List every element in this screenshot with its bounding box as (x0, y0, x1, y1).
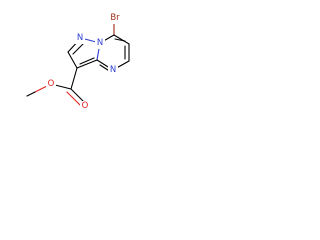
bond-carbonyl-o-double-a (70, 88, 86, 104)
molecule-structure: Br N N N O O (26, 13, 130, 112)
atom-label-n4: N (110, 65, 116, 75)
bond-c2-c3 (67, 51, 78, 69)
bond-carbonyl-o-double-b (66, 91, 82, 107)
bond-c3-carbonyl (70, 67, 78, 90)
atom-label-n7a: N (97, 38, 103, 48)
atom-label-ether-o: O (48, 79, 55, 89)
atom-label-n1: N (77, 33, 83, 43)
bond-methyl (26, 91, 36, 97)
atom-label-bromine: Br (110, 13, 120, 23)
atom-label-carbonyl-o: O (82, 101, 89, 111)
bond-n1-c2-double (72, 42, 85, 55)
bond-c6-c7-double (114, 38, 126, 42)
bond-c6-c7 (113, 34, 130, 45)
bond-c3-c3a (76, 59, 98, 69)
bond-c3-c3a-double (79, 57, 95, 65)
